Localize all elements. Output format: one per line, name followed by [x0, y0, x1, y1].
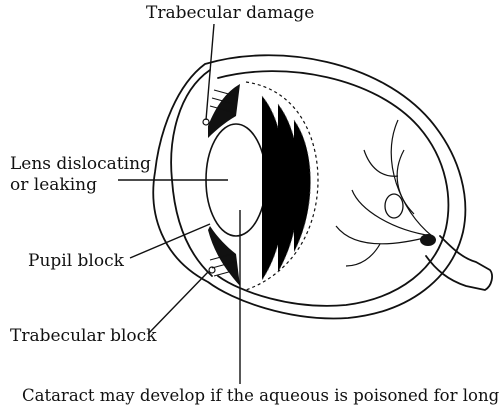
label-trabecular-damage: Trabecular damage: [146, 3, 315, 23]
ciliary-hatching: [209, 89, 237, 277]
vitreous-stipple: [261, 95, 311, 281]
sclera-outer: [152, 54, 467, 320]
label-lens-line1: Lens dislocating: [10, 154, 151, 174]
vitreous-boundary: [245, 81, 319, 291]
optic-nerve: [425, 235, 493, 291]
macula: [384, 193, 404, 219]
label-lens-dislocating: Lens dislocating or leaking: [10, 154, 151, 196]
iris-upper: [208, 84, 240, 138]
label-pupil-block: Pupil block: [28, 251, 124, 271]
canal-lower: [208, 266, 216, 274]
label-lens-line2: or leaking: [10, 175, 97, 195]
leader-lines: [118, 23, 241, 384]
optic-disc: [420, 234, 436, 246]
retinal-vessels: [335, 119, 433, 267]
sclera-inner: [217, 70, 450, 307]
leader-trab-damage: [205, 23, 215, 121]
leader-pupil: [129, 223, 211, 259]
label-cataract: Cataract may develop if the aqueous is p…: [22, 386, 500, 405]
label-trabecular-block: Trabecular block: [10, 326, 157, 346]
leader-trab-block: [147, 271, 209, 335]
